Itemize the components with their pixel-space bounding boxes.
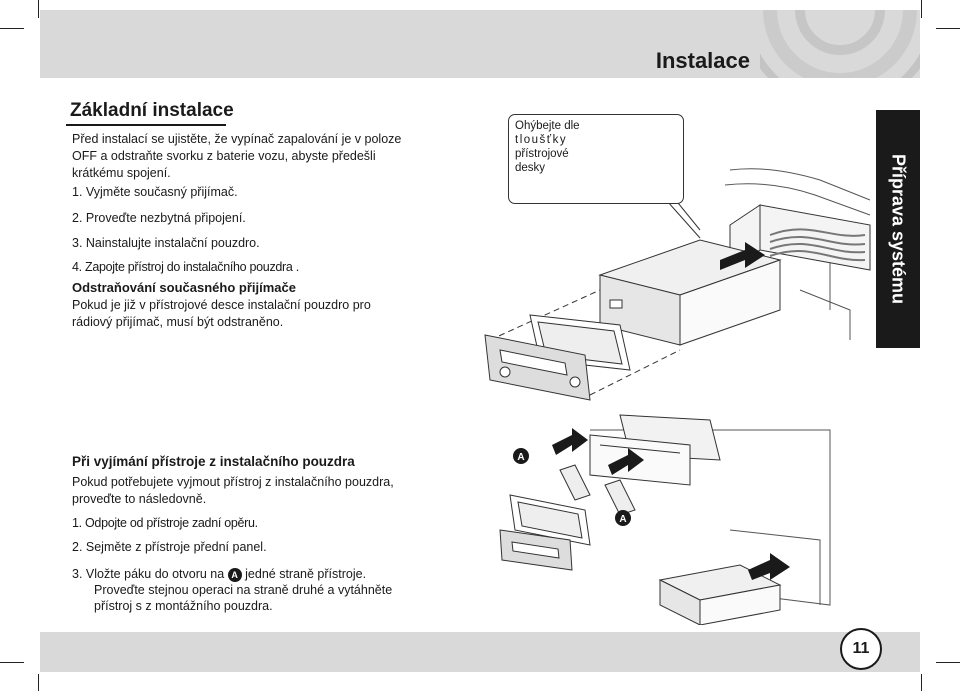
marker-a-top: A [517,452,524,463]
step-continuation: přístroj s z montážního pouzdra. [94,599,273,613]
marker-a-icon: A [227,567,242,582]
header-band [40,10,920,78]
removal-illustration: A A [499,414,831,625]
subsection-title: Odstraňování současného přijímače [72,280,296,295]
callout-box: Ohýbejte dle tloušťky přístrojové desky [508,114,684,204]
callout-line: Ohýbejte dle [515,120,580,132]
removal-line: rádiový přijímač, musí být odstraněno. [72,315,284,329]
crop-mark [921,0,922,18]
removal-intro-line: proveďte to následovně. [72,492,207,506]
removal-intro-line: Pokud potřebujete vyjmout přístroj z ins… [72,475,394,489]
step-continuation: Proveďte stejnou operaci na straně druhé… [94,583,393,597]
intro-line: Před instalací se ujistěte, že vypínač z… [72,132,402,146]
step-text: 3. Vložte páku do otvoru na [72,567,225,581]
crop-mark [38,674,39,691]
page-number: 11 [840,628,882,670]
side-tab-label: Příprava systému [888,153,909,305]
title-underline [66,124,226,126]
page-title: Instalace [655,48,750,73]
step-item: 2. Proveďte nezbytná připojení. [72,211,246,225]
disc-graphic [760,10,920,78]
intro-line: krátkému spojení. [72,166,171,180]
step-item: 3. Nainstalujte instalační pouzdro. [72,236,260,250]
callout-line: přístrojové [515,148,569,160]
removal-text: Pokud je již v přístrojové desce instala… [72,297,472,331]
step-text: jedné straně přístroje. [245,567,367,581]
crop-mark [921,674,922,691]
section-title-removal: Při vyjímání přístroje z instalačního po… [72,454,355,469]
step-item: 1. Vyjměte současný přijímač. [72,185,238,199]
step-item: 1. Odpojte od přístroje zadní opěru. [72,516,258,530]
crop-mark [0,662,24,663]
callout-line: desky [515,162,546,174]
step-item: 2. Sejměte z přístroje přední panel. [72,540,267,554]
callout-line: tloušťky [515,134,568,146]
crop-mark [38,0,39,18]
side-tab: Příprava systému [876,110,920,348]
removal-intro: Pokud potřebujete vyjmout přístroj z ins… [72,474,492,508]
intro-line: OFF a odstraňte svorku z baterie vozu, a… [72,149,376,163]
footer-band [40,632,920,672]
step-item: 3. Vložte páku do otvoru na A jedné stra… [72,566,366,582]
section-title: Základní instalace [70,100,234,121]
marker-a-bottom: A [619,514,626,525]
step-item: 4. Zapojte přístroj do instalačního pouz… [72,260,299,274]
crop-mark [0,28,24,29]
removal-line: Pokud je již v přístrojové desce instala… [72,298,371,312]
crop-mark [936,662,960,663]
intro-paragraph: Před instalací se ujistěte, že vypínač z… [72,131,472,182]
crop-mark [936,28,960,29]
